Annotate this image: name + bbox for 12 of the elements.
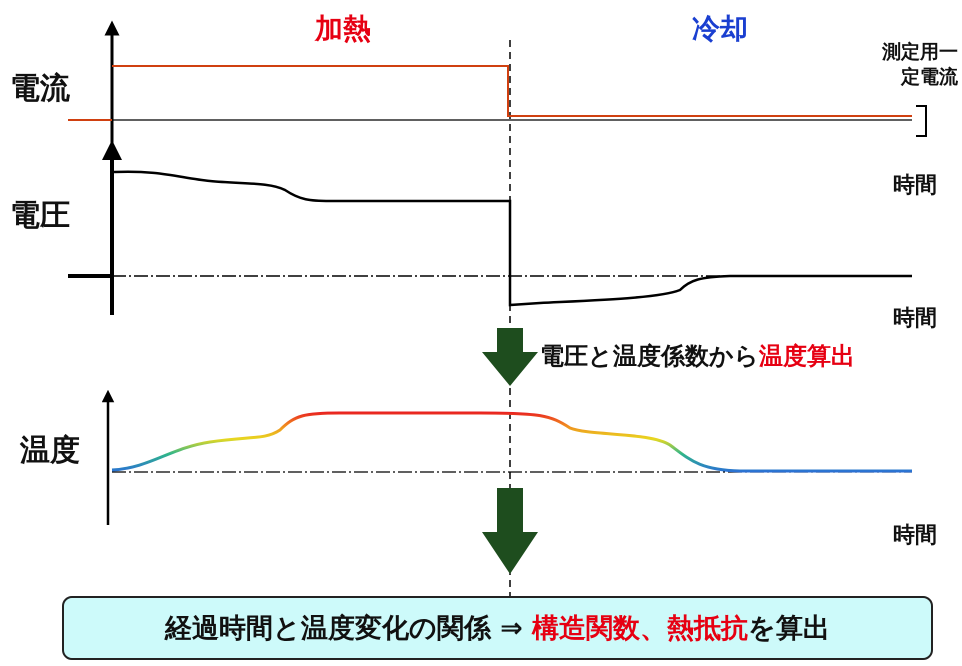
result-box xyxy=(62,596,933,660)
result-text: 経過時間と温度変化の関係 ⇒ 構造関数、熱抵抗を算出 xyxy=(164,612,830,646)
phase-label: 冷却 xyxy=(692,11,748,47)
axis-label: 電流 xyxy=(10,70,70,108)
axis-label: 時間 xyxy=(893,522,937,550)
note-label: 測定用一定電流 xyxy=(880,40,958,90)
phase-label: 加熱 xyxy=(315,11,371,47)
step-text: 電圧と温度係数から温度算出 xyxy=(540,341,855,372)
axis-label: 電圧 xyxy=(10,197,70,235)
axis-label: 時間 xyxy=(893,172,937,200)
axis-label: 温度 xyxy=(20,432,80,470)
axis-label: 時間 xyxy=(893,305,937,333)
